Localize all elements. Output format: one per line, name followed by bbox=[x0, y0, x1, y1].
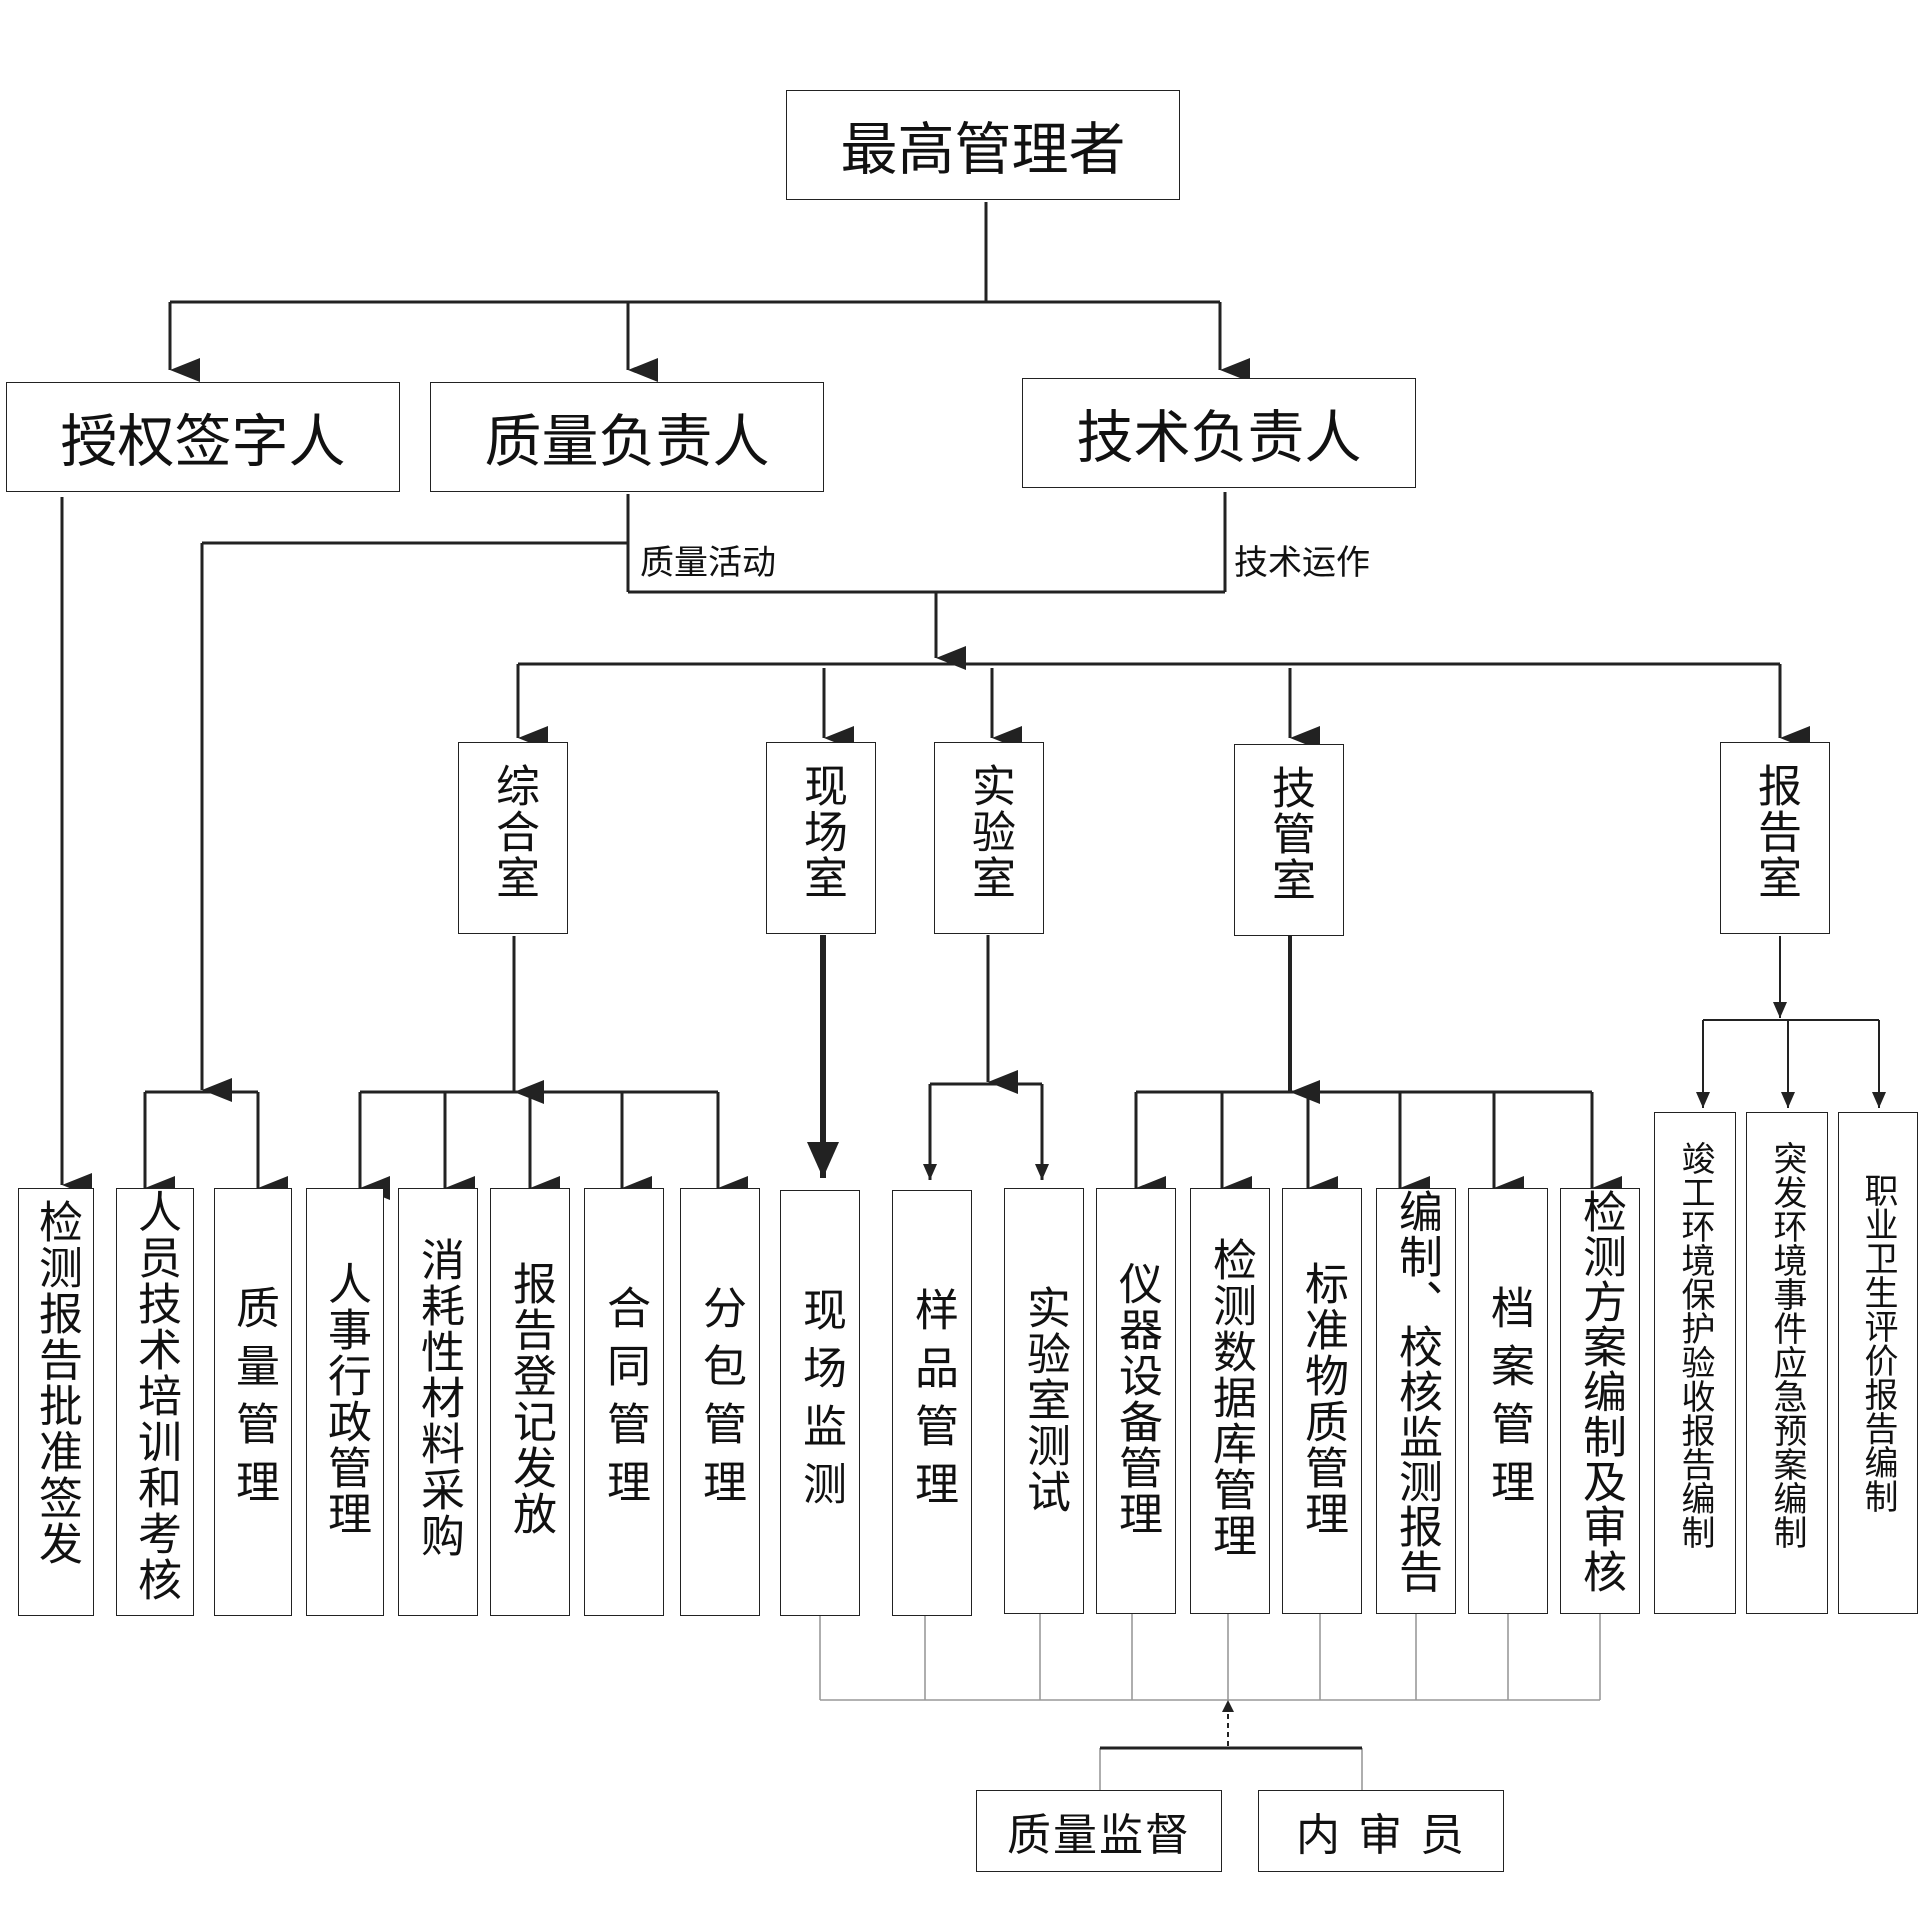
leaf-instrument-mgmt: 仪器设备管理 bbox=[1096, 1188, 1176, 1614]
top-manager-box: 最高管理者 bbox=[786, 90, 1180, 200]
quality-head-label: 质量负责人 bbox=[484, 409, 770, 475]
internal-auditor-label: 内 审 员 bbox=[1296, 1810, 1466, 1861]
leaf-quality-mgmt: 质量管理 bbox=[214, 1188, 292, 1616]
leaf-quality-mgmt-label: 质量管理 bbox=[228, 1285, 279, 1517]
leaf-reference-material-label: 标准物质管理 bbox=[1297, 1261, 1348, 1537]
internal-auditor-box: 内 审 员 bbox=[1258, 1790, 1504, 1872]
supervision-arrowhead bbox=[1222, 1700, 1234, 1712]
leaf-archive-mgmt: 档案管理 bbox=[1468, 1188, 1548, 1614]
leaf-contract-mgmt-label: 合同管理 bbox=[599, 1285, 650, 1517]
leaf-database-mgmt-label: 检测数据库管理 bbox=[1205, 1237, 1256, 1559]
dept-lab-label: 实验室 bbox=[964, 763, 1015, 901]
leaf-sample-mgmt: 样品管理 bbox=[892, 1190, 972, 1616]
leaf-staff-training: 人员技术培训和考核 bbox=[116, 1188, 194, 1616]
leaf-consumables: 消耗性材料采购 bbox=[398, 1188, 478, 1616]
dept-report-label: 报告室 bbox=[1750, 763, 1801, 901]
leaf-field-monitoring: 现场监测 bbox=[780, 1190, 860, 1616]
leaf-hr-admin-label: 人事行政管理 bbox=[320, 1261, 371, 1537]
leaf-field-monitoring-label: 现场监测 bbox=[795, 1287, 846, 1519]
dept-general-label: 综合室 bbox=[488, 763, 539, 901]
leaf-lab-testing-label: 实验室测试 bbox=[1019, 1285, 1070, 1515]
quality-supervision-box: 质量监督 bbox=[976, 1790, 1222, 1872]
leaf-database-mgmt: 检测数据库管理 bbox=[1190, 1188, 1270, 1614]
leaf-report-registration-label: 报告登记发放 bbox=[505, 1261, 556, 1537]
leaf-subcontract-mgmt-label: 分包管理 bbox=[695, 1285, 746, 1517]
leaf-report-registration: 报告登记发放 bbox=[490, 1188, 570, 1616]
dept-techmgmt-label: 技管室 bbox=[1264, 765, 1315, 903]
signer-box: 授权签字人 bbox=[6, 382, 400, 492]
leaf-report-approval: 检测报告批准签发 bbox=[18, 1188, 94, 1616]
technical-head-label: 技术负责人 bbox=[1076, 405, 1362, 471]
leaf-emergency-plan: 突发环境事件应急预案编制 bbox=[1746, 1112, 1828, 1614]
dept-lab-box: 实验室 bbox=[934, 742, 1044, 934]
dept-general-box: 综合室 bbox=[458, 742, 568, 934]
leaf-report-compile: 编制、校核监测报告 bbox=[1376, 1188, 1456, 1614]
leaf-completion-report: 竣工环境保护验收报告编制 bbox=[1654, 1112, 1736, 1614]
dept-report-box: 报告室 bbox=[1720, 742, 1830, 934]
leaf-plan-compile-label: 检测方案编制及审核 bbox=[1575, 1189, 1626, 1594]
leaf-sample-mgmt-label: 样品管理 bbox=[907, 1287, 958, 1519]
leaf-report-approval-label: 检测报告批准签发 bbox=[31, 1199, 82, 1567]
quality-activity-label: 质量活动 bbox=[640, 543, 776, 583]
leaf-consumables-label: 消耗性材料采购 bbox=[413, 1237, 464, 1559]
leaf-emergency-plan-label: 突发环境事件应急预案编制 bbox=[1767, 1141, 1807, 1549]
leaf-reference-material: 标准物质管理 bbox=[1282, 1188, 1362, 1614]
leaf-report-compile-label: 编制、校核监测报告 bbox=[1391, 1189, 1442, 1594]
leaf-subcontract-mgmt: 分包管理 bbox=[680, 1188, 760, 1616]
top-manager-label: 最高管理者 bbox=[840, 117, 1126, 183]
leaf-occupational-health-label: 职业卫生评价报告编制 bbox=[1858, 1173, 1898, 1513]
leaf-staff-training-label: 人员技术培训和考核 bbox=[130, 1189, 181, 1603]
leaf-contract-mgmt: 合同管理 bbox=[584, 1188, 664, 1616]
leaf-instrument-mgmt-label: 仪器设备管理 bbox=[1111, 1261, 1162, 1537]
leaf-lab-testing: 实验室测试 bbox=[1004, 1188, 1084, 1614]
technical-head-box: 技术负责人 bbox=[1022, 378, 1416, 488]
leaf-completion-report-label: 竣工环境保护验收报告编制 bbox=[1675, 1141, 1715, 1549]
signer-label: 授权签字人 bbox=[60, 409, 346, 475]
leaf-hr-admin: 人事行政管理 bbox=[306, 1188, 384, 1616]
quality-supervision-label: 质量监督 bbox=[1007, 1810, 1191, 1861]
leaf-plan-compile: 检测方案编制及审核 bbox=[1560, 1188, 1640, 1614]
dept-field-box: 现场室 bbox=[766, 742, 876, 934]
dept-techmgmt-box: 技管室 bbox=[1234, 744, 1344, 936]
quality-head-box: 质量负责人 bbox=[430, 382, 824, 492]
tech-operation-label: 技术运作 bbox=[1234, 543, 1370, 583]
dept-field-label: 现场室 bbox=[796, 763, 847, 901]
leaf-occupational-health: 职业卫生评价报告编制 bbox=[1838, 1112, 1918, 1614]
leaf-archive-mgmt-label: 档案管理 bbox=[1483, 1285, 1534, 1517]
